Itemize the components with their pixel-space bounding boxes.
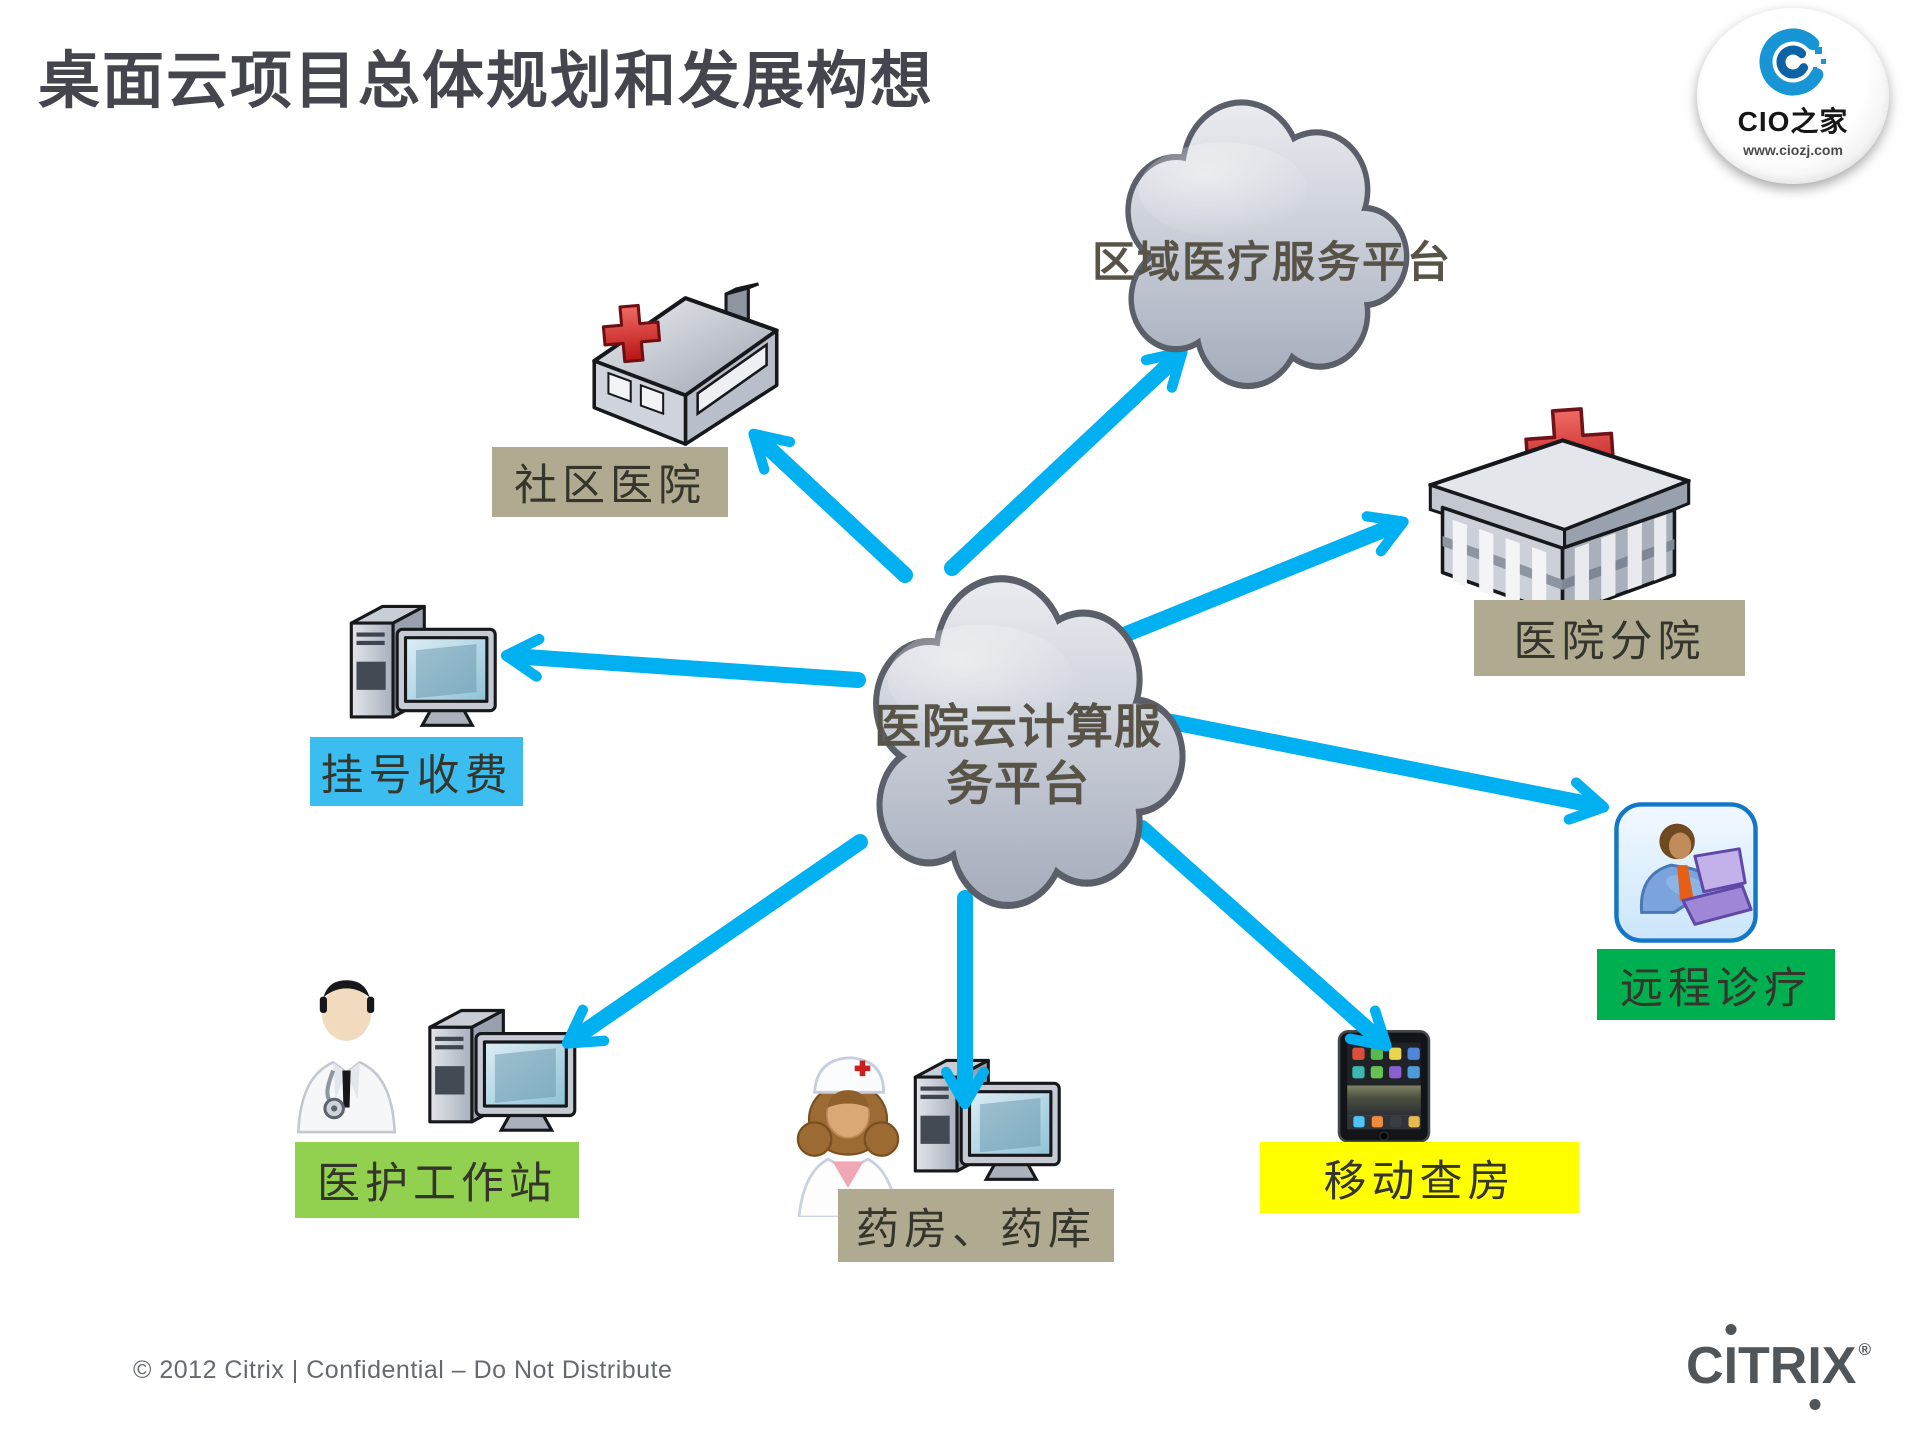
label-registration-fees: 挂号收费 xyxy=(310,737,523,806)
copyright-footer: © 2012 Citrix | Confidential – Do Not Di… xyxy=(133,1356,673,1384)
branch-hospital-icon xyxy=(1428,407,1691,618)
tablet-icon xyxy=(1337,1030,1431,1143)
center-cloud-label-line1: 医院云计算服 xyxy=(874,702,1162,754)
citrix-letters-tr: TR xyxy=(1738,1337,1808,1395)
arrow-to-mobile-rounds xyxy=(1134,820,1392,1052)
arrow-to-branch-hospital xyxy=(1084,511,1409,656)
citrix-letter-x: X xyxy=(1821,1337,1857,1395)
page-title: 桌面云项目总体规划和发展构想 xyxy=(38,48,935,116)
community-hospital-icon xyxy=(592,282,779,446)
label-community-hospital: 社区医院 xyxy=(492,447,728,517)
cio-logo-url: www.ciozj.com xyxy=(1743,142,1843,158)
cio-logo-name: CIO之家 xyxy=(1737,106,1849,137)
regional-cloud-label: 区域医疗服务平台 xyxy=(1092,240,1452,287)
citrix-letter-i2: I xyxy=(1807,1337,1822,1395)
telemedicine-person-icon xyxy=(1614,802,1758,943)
center-cloud-label: 医院云计算服 务平台 xyxy=(833,700,1203,815)
label-pharmacy: 药房、药库 xyxy=(838,1189,1114,1262)
arrow-to-community-hospital xyxy=(748,428,913,583)
citrix-logo: CITRIX® xyxy=(1686,1336,1871,1396)
center-cloud-label-line2: 务平台 xyxy=(946,759,1090,812)
registered-mark: ® xyxy=(1858,1340,1872,1359)
citrix-letter-i1: I xyxy=(1723,1337,1739,1395)
label-medical-workstation: 医护工作站 xyxy=(295,1142,579,1218)
cio-logo: CIO之家 www.ciozj.com xyxy=(1697,8,1889,184)
arrow-to-telemedicine xyxy=(1164,714,1610,825)
label-telemedicine: 远程诊疗 xyxy=(1597,949,1835,1020)
label-mobile-rounds: 移动查房 xyxy=(1260,1142,1579,1213)
label-branch-hospital: 医院分院 xyxy=(1474,600,1745,676)
doctor-icon xyxy=(296,980,397,1134)
arrow-to-registration xyxy=(500,633,866,688)
citrix-letter: C xyxy=(1686,1337,1724,1395)
arrow-to-workstation xyxy=(561,834,868,1049)
cio-ring-icon xyxy=(1759,28,1827,96)
arrow-to-regional-cloud xyxy=(944,346,1188,576)
